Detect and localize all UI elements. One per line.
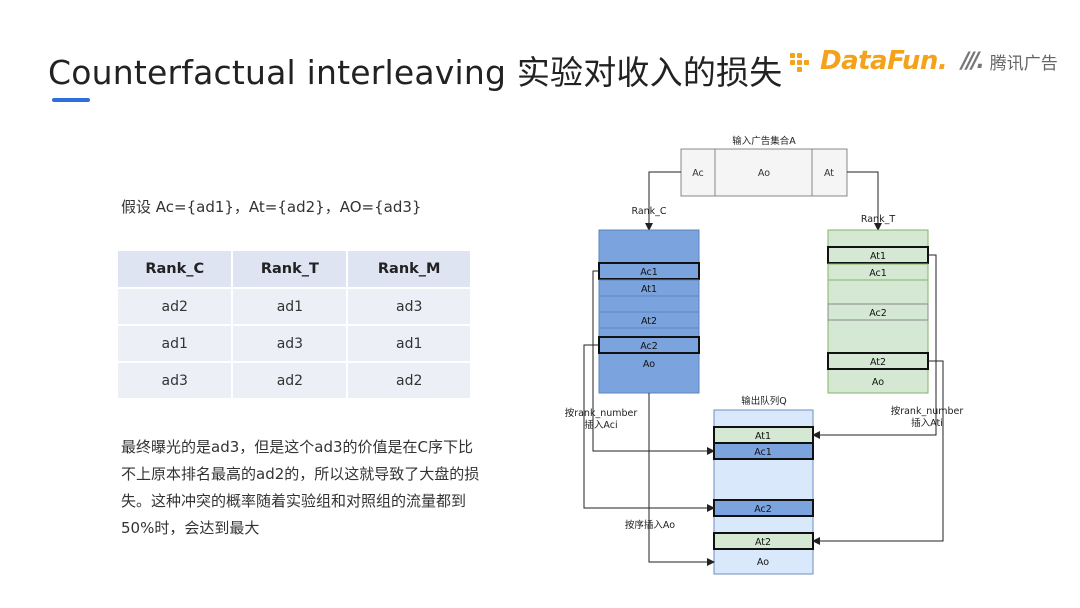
input-cell-ac: Ac: [692, 168, 704, 179]
right-insert-note-line2: 插入Ati: [911, 417, 943, 429]
table-row: ad3 ad2 ad2: [118, 362, 472, 400]
title-underline: [52, 98, 90, 102]
rank-t-item-label: At1: [870, 251, 886, 262]
rank-c-label: Rank_C: [631, 206, 666, 217]
tencent-ads-logo-text: 腾讯广告: [989, 53, 1058, 74]
assumption-text: 假设 Ac={ad1}，At={ad2}，AO={ad3}: [121, 198, 422, 216]
explanation-paragraph: 最终曝光的是ad3，但是这个ad3的价值是在C序下比不上原本排名最高的ad2的，…: [121, 438, 480, 537]
tencent-ads-logo-icon: ///.: [961, 48, 985, 74]
table-cell: ad1: [118, 325, 234, 363]
output-item-label: Ac2: [754, 504, 772, 515]
table-header: Rank_M: [347, 251, 472, 289]
arrow-at2-to-output: [812, 360, 944, 545]
datafun-logo-icon: [790, 50, 816, 72]
table-cell: ad3: [347, 288, 472, 326]
right-insert-note-line1: 按rank_number: [891, 405, 964, 417]
table-header-row: Rank_C Rank_T Rank_M: [118, 251, 472, 289]
table-row: ad2 ad1 ad3: [118, 288, 472, 326]
datafun-logo-text: DataFun.: [820, 46, 948, 76]
rank-t-item-ac1: [827, 263, 929, 281]
input-set-title: 输入广告集合A: [732, 135, 796, 147]
table-cell: ad1: [232, 288, 349, 326]
rank-t-item-ac2: [827, 303, 929, 321]
rank-c-item-at1: [598, 279, 700, 297]
arrow-at1-to-output: [812, 254, 937, 439]
input-cell-ao: Ao: [758, 168, 770, 179]
rank-t-label: Rank_T: [861, 214, 895, 225]
table-header: Rank_T: [232, 251, 349, 289]
rank-c-item-label: Ao: [643, 359, 655, 370]
input-cell-at: At: [824, 168, 834, 179]
rank-c-item-label: Ac2: [640, 341, 658, 352]
rank-t-item-label: Ao: [872, 377, 884, 388]
table-cell: ad1: [347, 325, 472, 363]
output-item-label: At2: [755, 537, 771, 548]
rank-t-item-label: Ac2: [869, 308, 887, 319]
rank-t-item-label: At2: [870, 357, 886, 368]
page-title: Counterfactual interleaving 实验对收入的损失: [48, 53, 783, 92]
arrow-to-rank-t: [847, 171, 882, 231]
ordered-insert-note: 按序插入Ao: [625, 519, 675, 531]
rank-c-item-at2: [598, 311, 700, 329]
table-cell: ad2: [232, 362, 349, 400]
left-insert-note-line1: 按rank_number: [565, 407, 638, 419]
table-cell: ad3: [118, 362, 234, 400]
output-item-label: At1: [755, 431, 771, 442]
output-item-label: Ac1: [754, 447, 772, 458]
arrow-ac1-to-output: [592, 270, 715, 455]
rank-t-item-label: Ac1: [869, 268, 887, 279]
rank-c-item-label: Ac1: [640, 267, 658, 278]
output-item-label: Ao: [757, 557, 769, 568]
output-queue-title: 输出队列Q: [741, 395, 786, 407]
left-insert-note-line2: 插入Aci: [584, 419, 617, 431]
table-cell: ad2: [118, 288, 234, 326]
table-header: Rank_C: [118, 251, 234, 289]
rank-c-item-label: At2: [641, 316, 657, 327]
logo: DataFun. ///. 腾讯广告: [790, 44, 1058, 78]
rank-c-item-label: At1: [641, 284, 657, 295]
table-cell: ad2: [347, 362, 472, 400]
rank-table: Rank_C Rank_T Rank_M ad2 ad1 ad3 ad1 ad3…: [118, 251, 472, 400]
table-cell: ad3: [232, 325, 349, 363]
arrow-to-rank-c: [645, 171, 681, 231]
arrow-ao-to-output: [648, 393, 715, 566]
table-row: ad1 ad3 ad1: [118, 325, 472, 363]
